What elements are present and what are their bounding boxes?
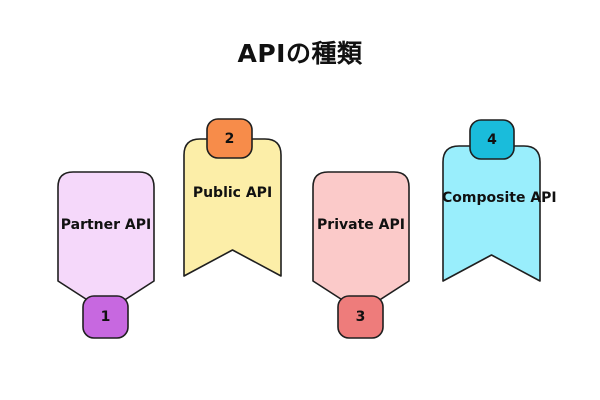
- banner-shape-public: [183, 118, 282, 277]
- card-composite-api: Composite API 4: [442, 119, 557, 283]
- banner-shape-partner: [57, 171, 155, 339]
- badge-shape-1: [82, 295, 129, 339]
- card-private-api: Private API 3: [312, 171, 410, 339]
- banner-label-composite: Composite API: [442, 190, 557, 206]
- badge-number-3: 3: [355, 309, 366, 325]
- banner-shape-private: [312, 171, 410, 339]
- banner-partner-api: [57, 171, 155, 313]
- banner-public-api: [183, 138, 282, 277]
- banner-composite-api: [442, 145, 541, 282]
- badge-number-1: 1: [100, 309, 111, 325]
- badge-shape-4: [469, 119, 515, 160]
- banner-label-partner: Partner API: [60, 217, 152, 233]
- banner-label-public: Public API: [192, 185, 273, 201]
- banner-private-api: [312, 171, 410, 313]
- page-title: APIの種類: [237, 39, 363, 68]
- banner-shape-composite: [442, 119, 541, 282]
- badge-shape-3: [337, 295, 384, 339]
- card-partner-api: Partner API 1: [57, 171, 155, 339]
- badge-shape-2: [206, 118, 253, 159]
- card-public-api: Public API 2: [183, 118, 282, 278]
- badge-number-2: 2: [224, 130, 235, 147]
- badge-number-4: 4: [487, 131, 497, 148]
- banner-label-private: Private API: [317, 217, 405, 233]
